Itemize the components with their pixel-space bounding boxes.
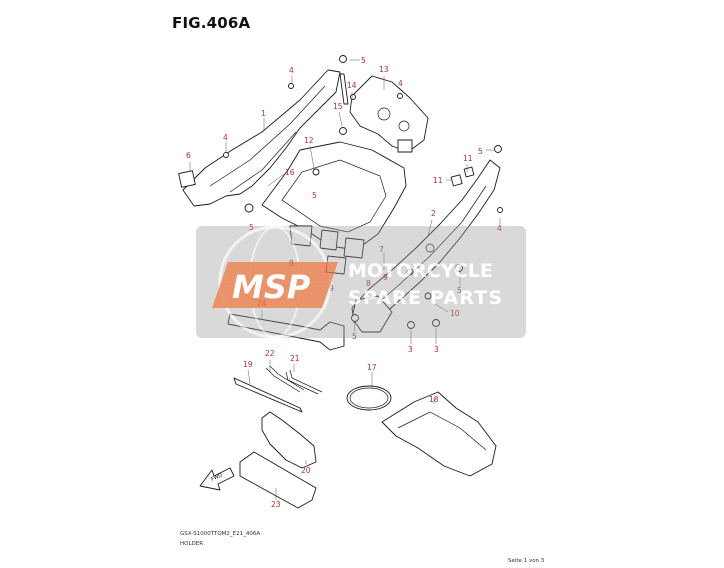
callout-5: 5: [249, 223, 254, 232]
callout-14: 14: [347, 81, 357, 90]
callout-17: 17: [367, 363, 377, 372]
part-band: [346, 385, 392, 411]
callout-1: 1: [261, 109, 266, 118]
section-label: HOLDER: [180, 541, 204, 547]
callout-5: 5: [352, 332, 357, 341]
svg-text:FWD: FWD: [210, 472, 223, 482]
watermark-line1: MOTORCYCLE: [348, 260, 493, 282]
callout-4: 4: [289, 66, 294, 75]
callout-20: 20: [301, 466, 311, 475]
callout-2: 2: [431, 209, 436, 218]
part-right-frame-cover: [351, 159, 501, 333]
part-screwdriver-handle: [261, 411, 317, 469]
callout-8: 8: [366, 279, 371, 288]
callout-11: 11: [463, 154, 473, 163]
figure-title: FIG.406A: [172, 14, 251, 32]
callout-5: 5: [478, 147, 483, 156]
callout-18: 18: [429, 395, 439, 404]
part-lock-bracket: [349, 75, 429, 153]
callout-15: 15: [333, 102, 343, 111]
model-code: GSX-S1000TTQM2_E21_406A: [180, 531, 261, 537]
part-tool-bag: [239, 451, 317, 509]
callout-13: 13: [379, 65, 389, 74]
part-tool-holder-pad: [381, 391, 497, 477]
callout-3: 3: [434, 345, 439, 354]
part-hex-keys: [265, 365, 323, 395]
page-indicator: Seite 1 von 3: [508, 558, 545, 564]
fwd-arrow-icon: FWD: [199, 467, 235, 491]
fasteners: [223, 55, 503, 329]
callout-22: 22: [265, 349, 275, 358]
callout-19: 19: [243, 360, 253, 369]
watermark: MSP MOTORCYCLE SPARE PARTS: [196, 225, 526, 339]
leader-lines: [189, 59, 501, 500]
callout-16: 16: [285, 168, 295, 177]
callout-12: 12: [304, 136, 314, 145]
callout-9: 9: [329, 284, 334, 293]
callout-5: 5: [457, 286, 462, 295]
callout-4: 4: [497, 224, 502, 233]
callout-21: 21: [290, 354, 300, 363]
callout-5: 5: [312, 191, 317, 200]
part-left-frame-cover: [178, 69, 341, 207]
callout-3: 3: [408, 345, 413, 354]
watermark-line2: SPARE PARTS: [348, 287, 503, 309]
callout-11: 11: [433, 176, 443, 185]
callout-7: 7: [379, 245, 384, 254]
part-spanner: [227, 313, 345, 351]
callout-9: 9: [383, 273, 388, 282]
callout-5: 5: [361, 56, 366, 65]
callout-4: 4: [223, 133, 228, 142]
callout-6: 6: [186, 151, 191, 160]
callout-4: 4: [398, 79, 403, 88]
part-screwdriver-bit: [233, 377, 303, 413]
watermark-logo: MSP: [232, 268, 311, 306]
callout-10: 10: [450, 309, 460, 318]
callout-23: 23: [271, 500, 281, 509]
